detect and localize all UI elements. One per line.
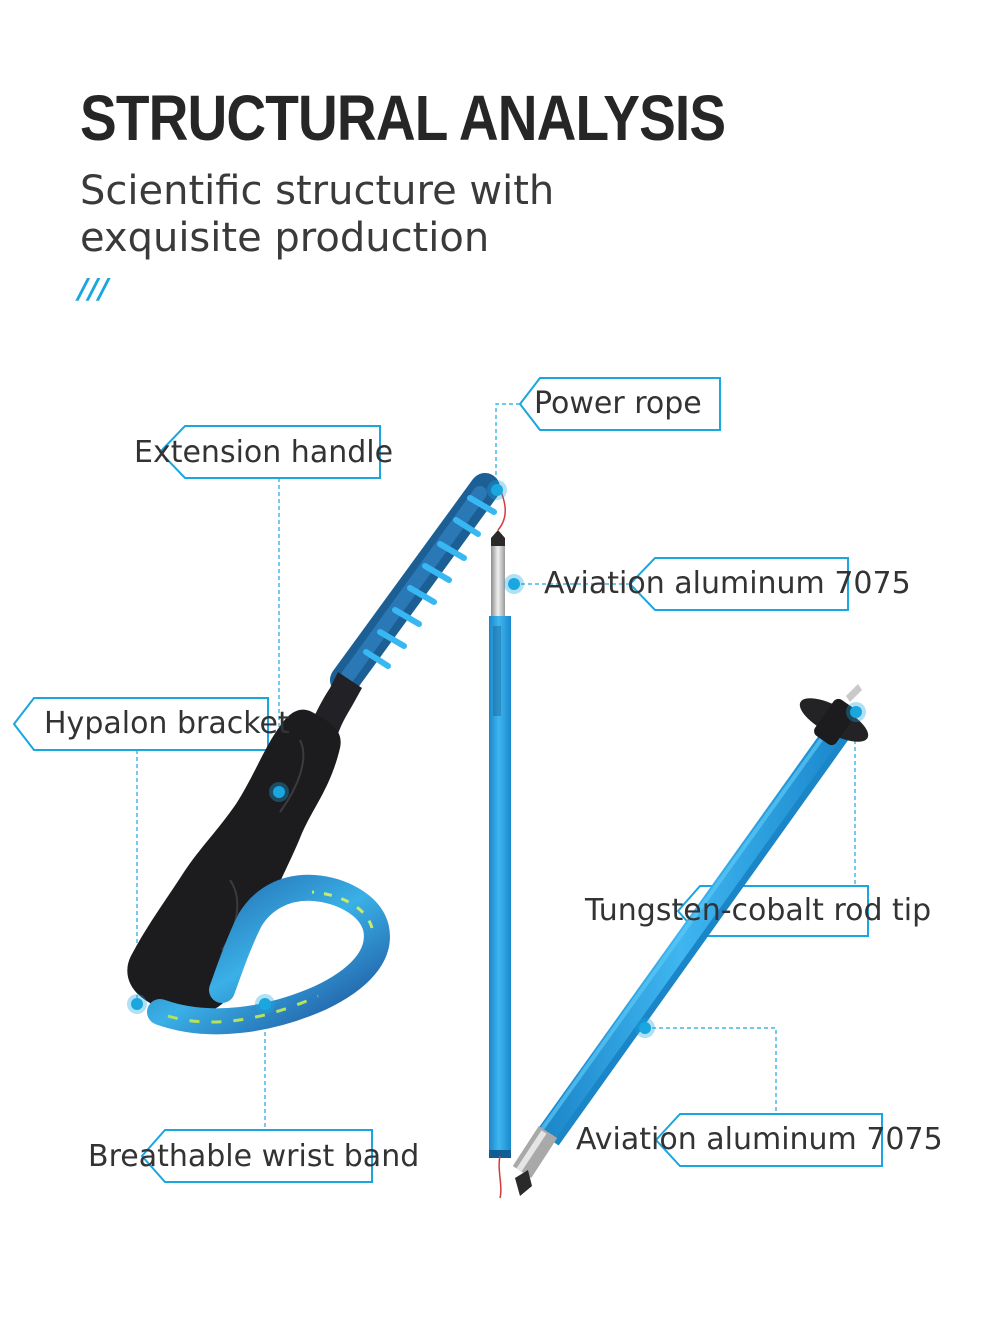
callout-bubble-aviation-aluminum-top [628, 557, 849, 611]
callout-dots [127, 480, 866, 1038]
page-subtitle: Scientific structure with exquisite prod… [80, 168, 555, 261]
extension-handle-shaft [330, 473, 500, 695]
trekking-basket [799, 684, 869, 746]
wrist-strap [147, 874, 390, 1035]
callout-bubble-aviation-aluminum-bottom [654, 1113, 883, 1167]
label-tungsten-cobalt-tip: Tungsten-cobalt rod tip [585, 893, 932, 928]
decorative-slashes: /// [78, 272, 109, 305]
right-pole [512, 710, 859, 1196]
callout-bubble-extension-handle [158, 425, 381, 479]
label-power-rope: Power rope [534, 386, 702, 421]
page-title: STRUCTURAL ANALYSIS [80, 82, 726, 154]
label-aviation-aluminum-bottom: Aviation aluminum 7075 [576, 1122, 943, 1157]
label-aviation-aluminum-top: Aviation aluminum 7075 [544, 566, 911, 601]
callout-bubble-power-rope [518, 377, 721, 431]
label-extension-handle: Extension handle [134, 435, 394, 470]
center-pole [489, 483, 511, 1199]
callout-bubble-hypalon-bracket [12, 697, 269, 751]
label-hypalon-bracket: Hypalon bracket [44, 706, 290, 741]
callout-bubble-wrist-band [140, 1129, 373, 1183]
callout-bubble-tungsten-tip [676, 885, 869, 937]
label-breathable-wrist-band: Breathable wrist band [88, 1139, 420, 1174]
